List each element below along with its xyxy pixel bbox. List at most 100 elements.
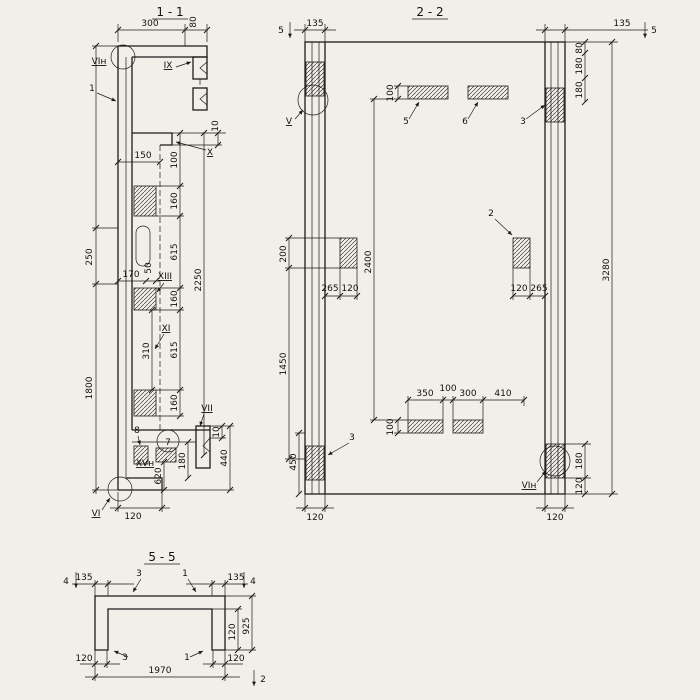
embedded-plate	[407, 85, 449, 100]
dim-440: 440	[220, 449, 230, 466]
section-1-1: 1 - 1 300 80 10 150 100 160 615 250 170 …	[85, 5, 234, 522]
section-5-5-markers: 4 4 2	[63, 572, 266, 686]
leader-xi	[154, 333, 165, 350]
dim-50: 50	[144, 262, 154, 274]
marker-vin: VIн	[522, 481, 537, 491]
dim-410: 410	[494, 389, 511, 399]
marker-ix: IX	[164, 61, 173, 71]
part-label-2: 2	[488, 209, 494, 219]
cut-marker-4: 4	[63, 577, 69, 587]
marker-vii: VII	[201, 404, 212, 414]
leader-vii	[199, 413, 205, 427]
section-2-2-dimensions: 2 - 2 135 135 80 180 180 100 200 2400 32…	[279, 5, 648, 523]
section-title: 2 - 2	[416, 5, 443, 19]
dim-80: 80	[575, 42, 585, 54]
detail-circle-v	[297, 84, 329, 116]
part-label-8: 8	[134, 426, 140, 436]
dim-925: 925	[242, 617, 252, 634]
marker-vi: VI	[92, 509, 101, 519]
dim-1800: 1800	[85, 376, 95, 399]
leader-part-3-top	[132, 578, 142, 593]
marker-x: X	[207, 148, 213, 158]
leader-part-1-top	[187, 578, 197, 593]
dimension-lines	[285, 18, 648, 512]
dim-120: 120	[75, 654, 92, 664]
dim-310: 310	[142, 342, 152, 359]
embedded-plate	[339, 237, 358, 269]
dim-300: 300	[141, 19, 158, 29]
leader-part-2	[494, 218, 513, 236]
dimension-ticks	[285, 26, 616, 512]
embedded-plate	[133, 185, 157, 217]
dim-615: 615	[170, 341, 180, 358]
channel-outline	[94, 595, 226, 651]
dim-1970: 1970	[149, 666, 172, 676]
dim-80: 80	[189, 16, 199, 28]
dim-100: 100	[170, 151, 180, 168]
embedded-plate	[305, 61, 325, 97]
dim-120: 120	[306, 513, 323, 523]
part-label-3: 3	[349, 433, 355, 443]
part-label-1: 1	[184, 653, 190, 663]
leader-part-8	[137, 435, 141, 446]
embedded-plate	[407, 419, 444, 434]
dim-120: 120	[227, 654, 244, 664]
part-label-3: 3	[136, 569, 142, 579]
embedded-plate	[133, 287, 157, 311]
dim-180: 180	[575, 57, 585, 74]
panel-rib-inner-lines	[125, 57, 196, 478]
part-label-3: 3	[122, 653, 128, 663]
dim-100: 100	[386, 418, 396, 435]
leader-vin	[536, 470, 547, 483]
marker-xvn: XVн	[136, 459, 154, 469]
leader-x	[175, 141, 207, 151]
embedded-plate	[452, 419, 484, 434]
dim-120: 120	[510, 284, 527, 294]
dimension-lines	[72, 563, 256, 681]
embedded-plate	[545, 87, 565, 123]
marker-v: V	[286, 117, 293, 127]
cut-marker-5: 5	[278, 26, 284, 36]
dim-450: 450	[289, 453, 299, 470]
dim-350: 350	[416, 389, 433, 399]
section-5-5-part-labels: 3 1 3 1	[113, 569, 204, 663]
part-label-7: 7	[165, 438, 171, 448]
leader-v	[294, 109, 304, 120]
embedded-plate	[512, 237, 531, 269]
section-2-2: 2 - 2 135 135 80 180 180 100 200 2400 32…	[278, 5, 657, 523]
detail-circle-vin	[110, 44, 136, 70]
dimension-ticks	[91, 580, 256, 681]
dim-10: 10	[212, 426, 222, 438]
cut-marker-4: 4	[250, 577, 256, 587]
dim-170: 170	[122, 270, 139, 280]
leader-xiii	[156, 282, 165, 293]
embedded-plate	[133, 445, 149, 465]
part-label-1: 1	[89, 84, 95, 94]
key-notches	[199, 61, 211, 453]
detail-circle-vin	[539, 445, 571, 477]
dim-250: 250	[85, 248, 95, 265]
cut-marker-5: 5	[651, 26, 657, 36]
marker-vin: VIн	[92, 57, 107, 67]
leader-vi	[101, 497, 111, 511]
leader-part-6	[467, 101, 479, 120]
leader-ix	[175, 61, 192, 68]
dim-1450: 1450	[279, 352, 289, 375]
dim-100: 100	[439, 384, 456, 394]
leader-part-3b	[327, 442, 350, 456]
dimension-ticks	[92, 26, 234, 512]
detail-circle-vi	[107, 476, 133, 502]
dim-135: 135	[306, 19, 323, 29]
cut-marker-2: 2	[260, 675, 266, 685]
part-label-1: 1	[182, 569, 188, 579]
dim-265: 265	[530, 284, 547, 294]
dim-2400: 2400	[364, 250, 374, 273]
top-key-block-2	[192, 87, 208, 111]
part-label-3: 3	[520, 117, 526, 127]
dim-10: 10	[211, 120, 221, 132]
dim-615: 615	[170, 243, 180, 260]
dim-100: 100	[386, 84, 396, 101]
dim-120: 120	[341, 284, 358, 294]
section-1-1-geometry	[107, 44, 211, 502]
embedded-plate	[305, 445, 325, 481]
